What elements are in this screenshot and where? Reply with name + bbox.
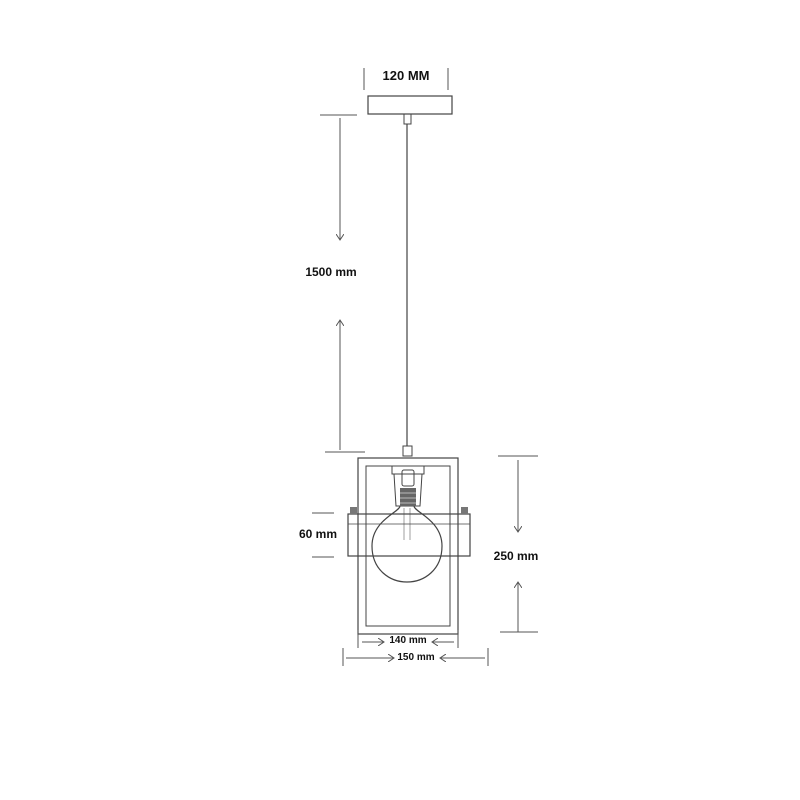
band-outer [347,513,471,557]
socket-mount [391,465,425,475]
band-height-dimension: 60 mm [299,512,337,558]
cord-length-dimension: 1500 mm [305,114,365,453]
band-screw-left [350,507,357,514]
frame-height-label: 250 mm [494,549,539,563]
bulb-socket [391,465,425,507]
band-screw-right [461,507,468,514]
canopy-width-dimension: 120 MM [363,68,449,90]
cord-grip-bottom [402,445,413,457]
lamp-frame [357,457,459,635]
band-height-label: 60 mm [299,527,337,541]
light-bulb [371,505,443,583]
ceiling-canopy [367,95,453,115]
shade-band [347,507,471,557]
frame-outer [357,457,459,635]
inner-width-dimension: 140 mm [357,630,459,648]
bulb-glass [371,505,443,583]
frame-height-dimension: 250 mm [494,455,539,633]
cord-grip-top [403,113,412,125]
inner-width-label: 140 mm [389,635,426,646]
socket-body [401,469,415,487]
outer-width-label: 150 mm [397,652,434,663]
canopy-width-label: 120 MM [383,68,430,83]
cord-length-label: 1500 mm [305,265,356,279]
outer-width-dimension: 150 mm [342,648,489,666]
